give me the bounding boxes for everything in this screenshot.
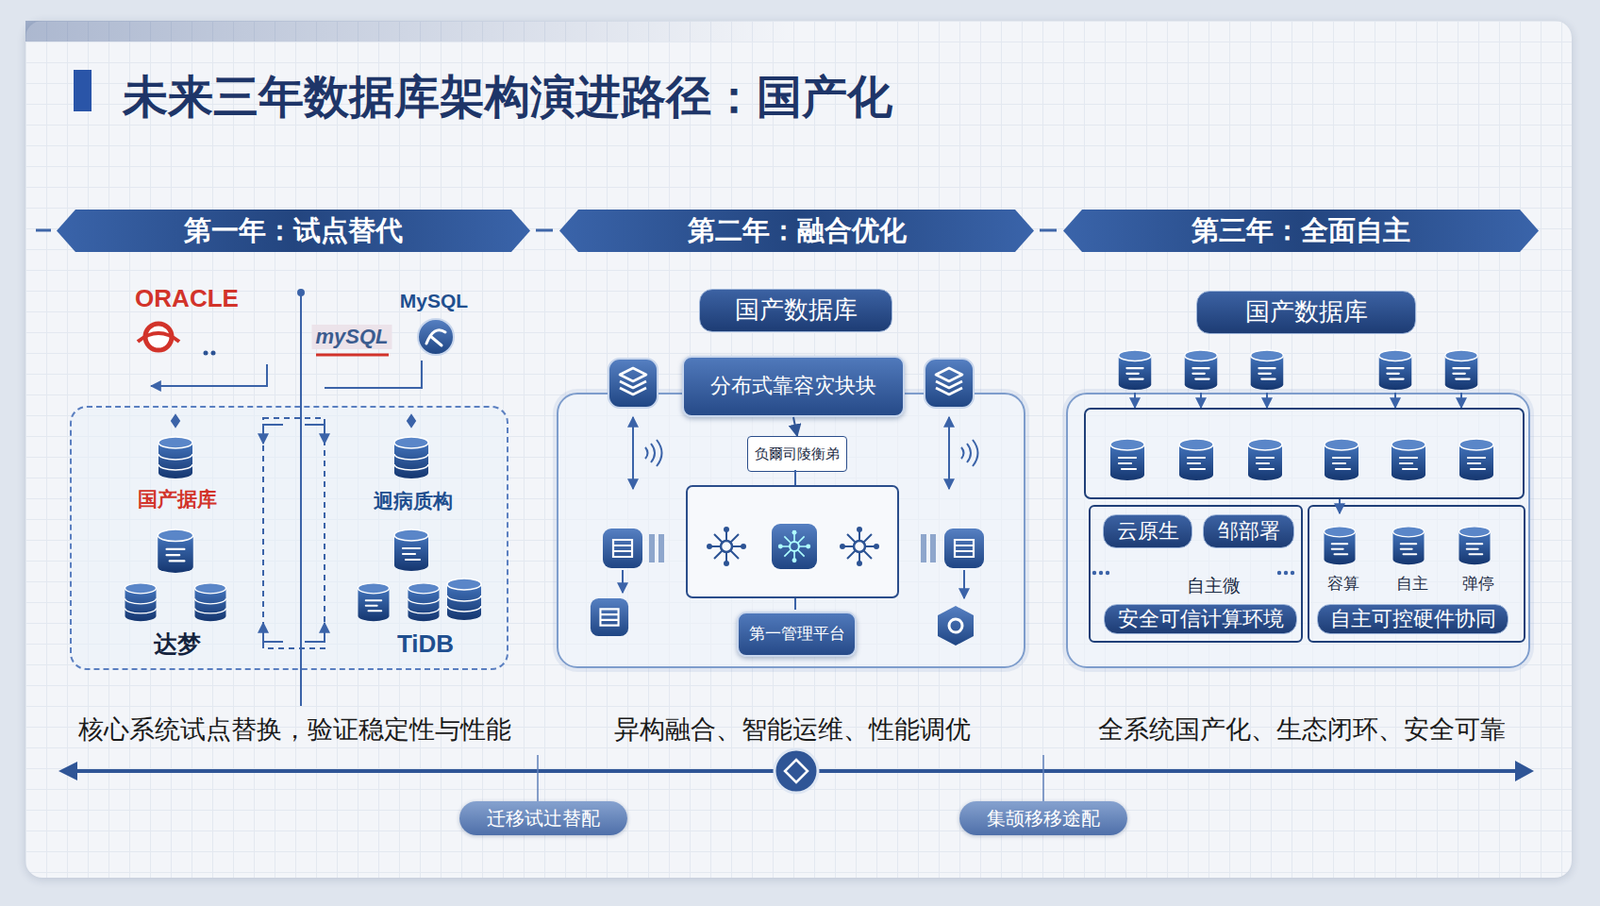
brand-logo-text: ORACLE <box>131 283 243 314</box>
banner-dash-part <box>1039 229 1057 233</box>
timeline-part <box>69 768 1519 773</box>
process-box: 分布式靠容灾块块 <box>682 355 905 417</box>
title-bar <box>73 69 92 112</box>
panel-text: 迥病质构 <box>347 486 480 515</box>
migration-wires-part <box>324 360 422 388</box>
node-label: 迁移试辻替配 <box>486 806 600 830</box>
migration-wires-part <box>298 289 304 296</box>
oracle-logo-part <box>211 350 217 356</box>
timeline <box>58 749 1534 801</box>
node-label: 邹部署 <box>1217 518 1281 544</box>
mysql-logo-part <box>316 353 389 357</box>
phase-banner: 第一年：试点替代 <box>56 209 531 252</box>
panel-text: TiDB <box>378 626 473 661</box>
phase-panel: 异构融合、智能运维、性能调优分布式靠容灾块块负爾司陵衡弟第一管理平台 <box>556 392 1026 668</box>
banner-dash-part <box>535 229 553 233</box>
feature-pill: 云原生 <box>1102 514 1193 549</box>
autonomy-icons-part <box>1445 350 1479 390</box>
panel-text: 全系统国产化、生态闭环、安全可靠 <box>1037 712 1567 749</box>
feature-pill: 邹部署 <box>1202 514 1295 549</box>
phase-panel: 国产据库迥病质构达梦TiDB核心系统试点替换，验证稳定性与性能 <box>69 405 509 670</box>
phase-banner: 第二年：融合优化 <box>559 209 1034 252</box>
database-pill: 国产数据库 <box>699 288 893 333</box>
timeline-part <box>1042 754 1045 801</box>
panel-text: 异构融合、智能运维、性能调优 <box>528 712 1057 749</box>
group-box: 自主微 云原生 邹部署安全可信计算环境 <box>1088 504 1303 643</box>
timeline-part <box>58 761 78 781</box>
autonomy-icons-part <box>1184 350 1218 390</box>
panel-text: 自主 <box>1383 572 1441 596</box>
milestone-pill: 迁移试辻替配 <box>459 800 628 835</box>
database-pill: 国产数据库 <box>1196 290 1417 334</box>
mysql-logo-part <box>417 318 454 355</box>
timeline-part <box>536 754 539 801</box>
phase-banner: 第三年：全面自主 <box>1063 209 1539 252</box>
diagram-title: 未来三年数据库架构演进路径：国产化 <box>122 67 893 127</box>
oracle-logo <box>137 323 217 356</box>
node-label: 集颉移移途配 <box>986 806 1100 830</box>
phase-panel: 全系统国产化、生态闭环、安全可靠自主微云原生邹部署安全可信计算环境容算自主弹停自… <box>1066 392 1531 668</box>
node-label: 云原生 <box>1116 518 1180 544</box>
node-label: 国产数据库 <box>734 295 858 325</box>
milestone-pill: 集颉移移途配 <box>959 800 1128 835</box>
feature-pill: 自主可控硬件协同 <box>1316 603 1509 634</box>
autonomy-icons-part <box>1250 350 1284 390</box>
process-box: 第一管理平台 <box>736 611 857 657</box>
node-label: 第二年：融合优化 <box>687 214 907 248</box>
node-label: 自主可控硬件协同 <box>1330 606 1497 632</box>
panel-text: 自主微 <box>1156 573 1270 600</box>
feature-pill: 安全可信计算环境 <box>1103 603 1298 634</box>
group-box: 容算自主弹停自主可控硬件协同 <box>1307 504 1526 643</box>
migration-wires-part <box>150 364 267 386</box>
process-box: 负爾司陵衡弟 <box>747 435 848 472</box>
node-label: 第三年：全面自主 <box>1191 214 1411 248</box>
timeline-part <box>1515 760 1534 782</box>
panel-text: 弹停 <box>1450 572 1507 596</box>
panel-text: 核心系统试点替换，验证稳定性与性能 <box>11 712 578 749</box>
brand-logo-text: MySQL <box>396 289 472 313</box>
panel-text: 国产据库 <box>111 484 244 513</box>
oracle-logo-part <box>203 350 209 356</box>
panel-text: 容算 <box>1315 572 1372 596</box>
oracle-logo-part <box>145 323 172 350</box>
node-label: 分布式靠容灾块块 <box>710 373 877 399</box>
panel-text: 达梦 <box>130 627 225 661</box>
oracle-logo-part <box>137 333 180 342</box>
node-label: 国产数据库 <box>1245 297 1368 327</box>
timeline-part <box>784 759 808 783</box>
timeline-part <box>774 749 818 793</box>
node-label: 安全可信计算环境 <box>1117 606 1284 632</box>
node-label: 第一管理平台 <box>749 624 846 644</box>
node-label: 第一年：试点替代 <box>183 214 403 248</box>
autonomy-icons-part <box>1118 350 1152 390</box>
banner-dash-part <box>35 229 51 233</box>
node-label: 负爾司陵衡弟 <box>754 445 840 463</box>
autonomy-icons-part <box>1379 350 1413 390</box>
brand-logo-text: mySQL <box>311 324 392 350</box>
mysql-logo-part <box>426 330 446 346</box>
header-swoosh <box>25 20 800 42</box>
